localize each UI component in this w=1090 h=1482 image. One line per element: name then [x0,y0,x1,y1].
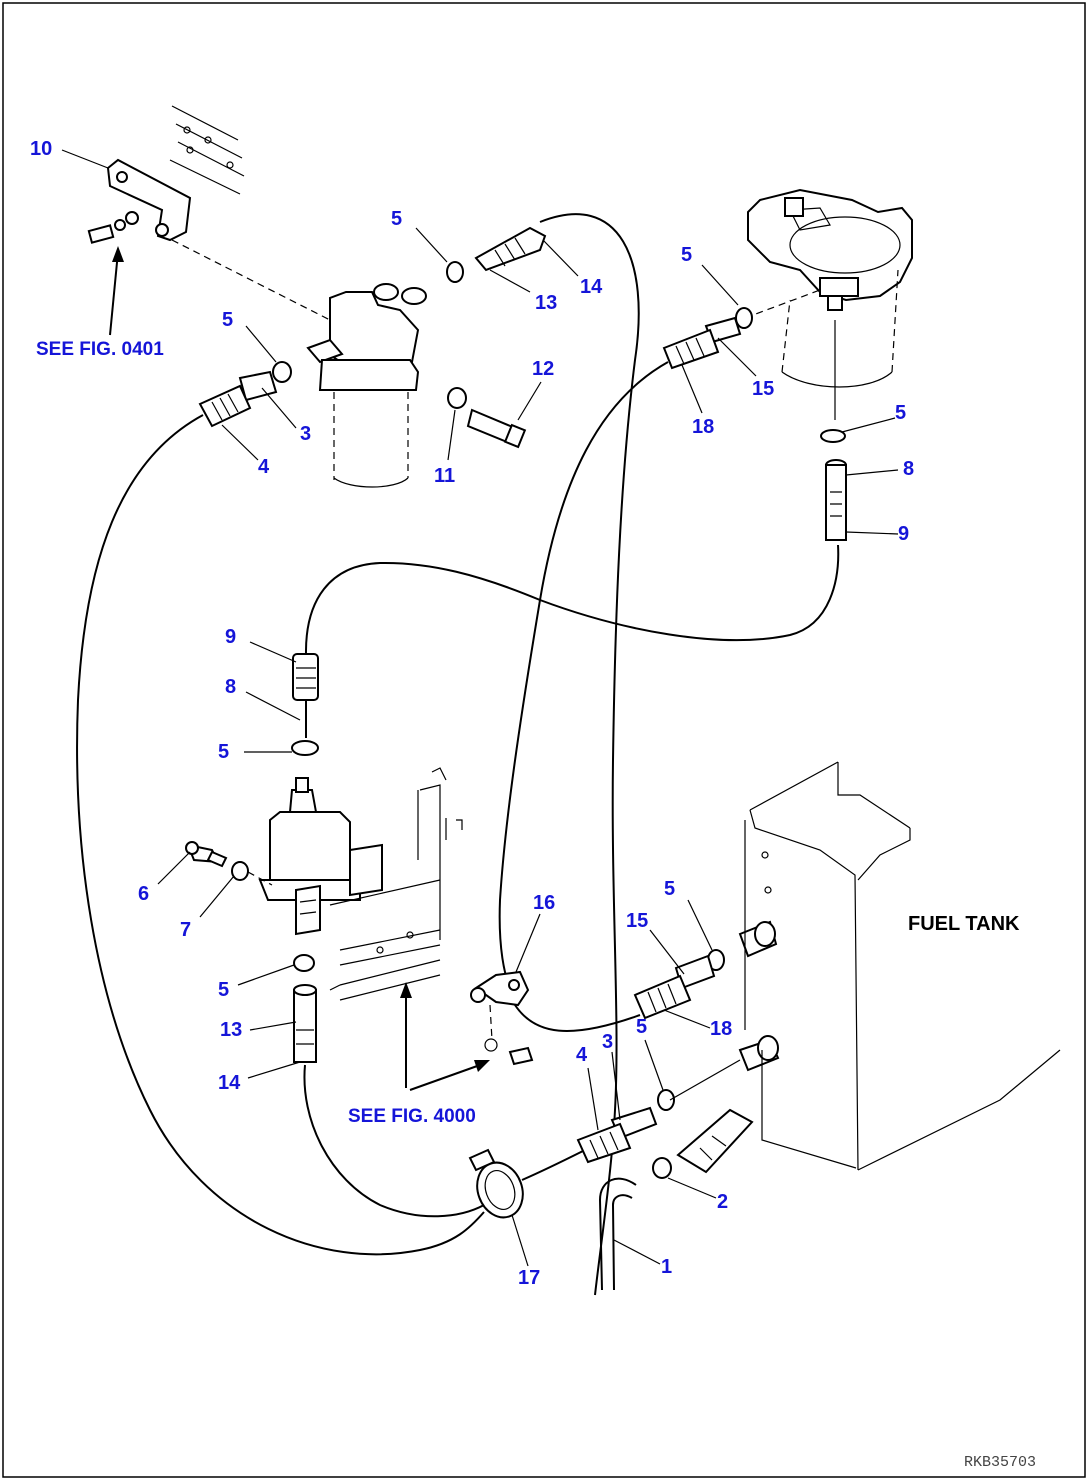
pump-bracket [329,767,463,1001]
callout-5: 5 [636,1016,647,1038]
callout-5: 5 [895,402,906,424]
callout-12: 12 [532,358,554,380]
callout-1: 1 [661,1256,672,1278]
pump-bolt-washer [185,841,273,886]
mounting-bracket [87,105,245,244]
bracket-leader [171,239,331,321]
water-separator-upper-right [744,188,913,420]
callout-4: 4 [258,456,270,478]
callout-10: 10 [30,138,52,160]
callout-5: 5 [391,208,402,230]
fig4000-arrow-right [409,1064,481,1091]
callout-8: 8 [225,676,236,698]
callout-9: 9 [225,626,236,648]
clamp-16 [470,970,534,1066]
callout-15: 15 [626,910,648,932]
hose-end-left-mid [291,653,319,756]
callout-9: 9 [898,523,909,545]
callout-17: 17 [518,1267,540,1289]
fuel-filter-upper-left [306,283,427,488]
callout-5: 5 [218,741,229,763]
fittings-upper-right [662,307,847,541]
callout-numbers: 10 5 14 13 5 5 15 18 3 4 12 11 5 8 9 9 8… [30,138,914,1289]
drain-tube [598,1177,637,1291]
callout-14: 14 [580,276,603,298]
callout-13: 13 [220,1019,242,1041]
fittings-lower-right [576,920,780,1179]
fig0401-arrow-shaft [109,251,119,336]
callout-5: 5 [222,309,233,331]
callout-18: 18 [692,416,714,438]
callout-5: 5 [664,878,675,900]
callout-18: 18 [710,1018,732,1040]
callout-6: 6 [138,883,149,905]
fittings-upper-left [198,226,547,449]
callout-3: 3 [602,1031,613,1053]
fuel-pump-lower-left [258,777,383,1063]
callout-14: 14 [218,1072,241,1094]
callout-4: 4 [576,1044,588,1066]
callout-2: 2 [717,1191,728,1213]
callout-7: 7 [180,919,191,941]
see-fig-0401-reference[interactable]: SEE FIG. 0401 [36,339,164,360]
fuel-tank-outline [744,761,1061,1171]
callout-11: 11 [434,465,455,487]
fig0401-arrowhead [112,246,124,262]
drawing-code: RKB35703 [964,1454,1036,1471]
callout-5: 5 [681,244,692,266]
clamp-17 [468,1148,524,1219]
callout-3: 3 [300,423,311,445]
callout-8: 8 [903,458,914,480]
leader-lines [61,149,899,1267]
fuel-tank-label: FUEL TANK [908,913,1020,935]
callout-15: 15 [752,378,774,400]
see-fig-4000-reference[interactable]: SEE FIG. 4000 [348,1106,476,1127]
callout-16: 16 [533,892,555,914]
callout-5: 5 [218,979,229,1001]
callout-13: 13 [535,292,557,314]
